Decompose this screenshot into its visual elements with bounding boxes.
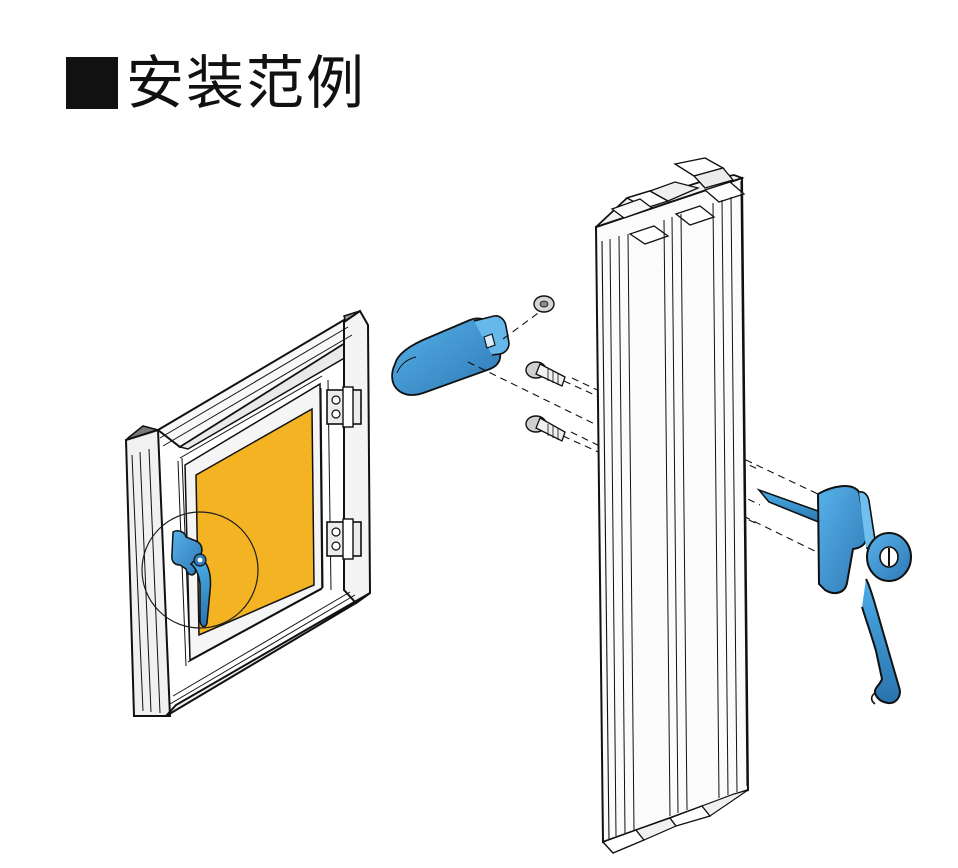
main-handle <box>756 485 912 705</box>
nut-part <box>533 295 555 313</box>
door-frame <box>124 309 372 717</box>
page-title: 安装范例 <box>126 49 367 117</box>
blue-lever-cover <box>391 315 510 396</box>
hinge-top <box>326 386 362 428</box>
detail-circle <box>141 511 259 629</box>
aluminum-profile <box>594 157 750 854</box>
door-handle-small <box>171 530 212 628</box>
screw-bottom <box>525 415 566 442</box>
hinge-bottom <box>326 518 362 560</box>
title-block: 安装范例 <box>66 38 366 128</box>
black-square-icon <box>66 57 118 109</box>
screw-top <box>525 361 566 387</box>
